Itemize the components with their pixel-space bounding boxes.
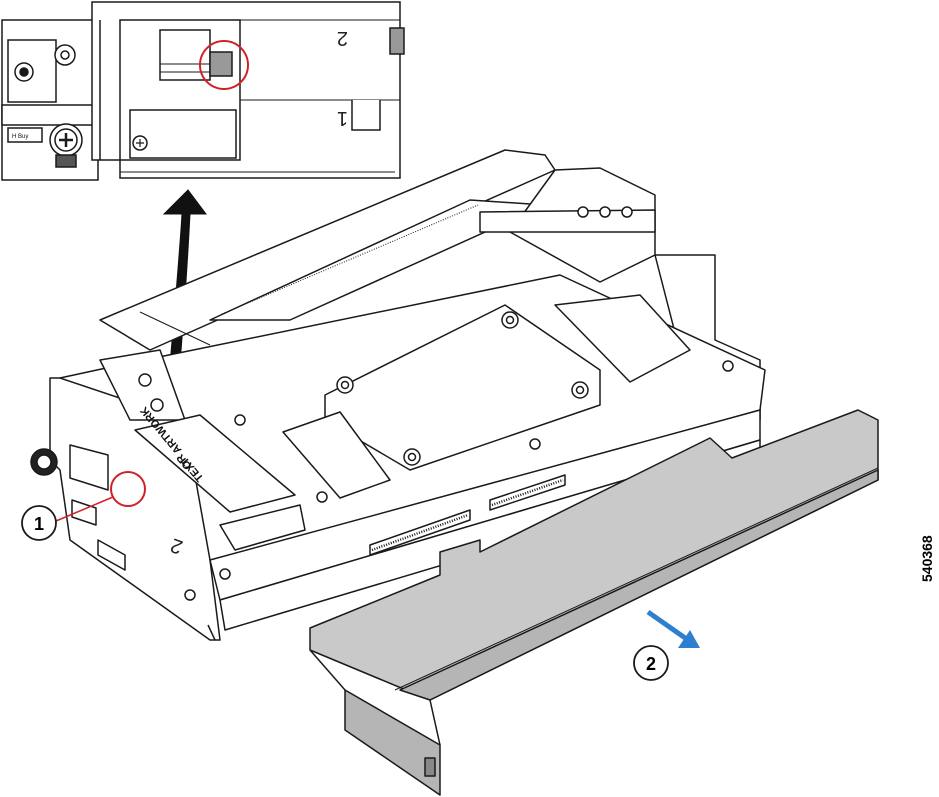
riser-cage-body <box>30 149 766 641</box>
callout-1-highlight-circle <box>110 471 146 507</box>
callout-2: 2 <box>633 645 669 681</box>
inset-slot-1-label: 1 <box>337 107 348 129</box>
removal-direction-arrow <box>646 609 700 648</box>
inset-slot-2-label: 2 <box>337 27 348 49</box>
callout-1: 1 <box>21 505 57 541</box>
callout-1-leader-line <box>55 496 114 522</box>
figure-number: 540368 <box>919 535 935 582</box>
callout-1-number: 1 <box>34 514 44 534</box>
inset-tiny-label: H Buy <box>12 134 28 140</box>
riser-card <box>309 409 879 796</box>
inset-highlight-circle <box>199 40 249 90</box>
callout-2-number: 2 <box>646 654 656 674</box>
inset-detail-view: H Buy <box>1 1 405 181</box>
